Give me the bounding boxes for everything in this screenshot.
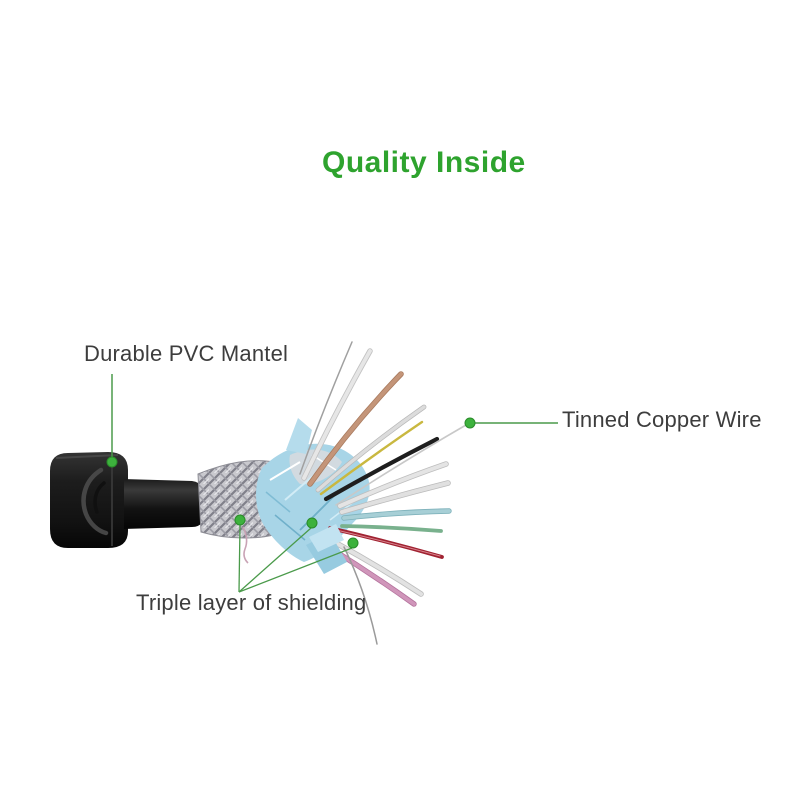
foil-shield-flaps [286,418,347,574]
wire-white-lower [334,541,423,596]
wire-tinned-copper [335,424,467,506]
wire-green [340,524,443,533]
leader-line-shielding-a [238,524,241,593]
wire-gray-white [316,405,426,492]
wire-white-mid1 [338,462,448,508]
wire-white-upper [302,349,372,480]
wire-white-mid2 [340,481,450,514]
wire-thin-gray-down [343,546,378,645]
pvc-jacket [124,479,207,529]
marker-dot-copper [464,417,476,429]
marker-dot-shielding-a [234,514,246,526]
marker-dot-pvc [106,456,118,468]
wire-yellow [319,420,424,496]
leader-line-shielding-c [238,547,353,593]
wire-black [323,436,440,502]
wire-teal [342,509,451,520]
marker-dot-shielding-b [306,517,318,529]
inner-wires [299,341,467,645]
strain-relief-boot [50,452,128,548]
callout-pvc-label: Durable PVC Mantel [84,341,289,366]
leader-line-shielding-b [238,527,312,593]
wire-tan [308,372,403,486]
callout-copper-label: Tinned Copper Wire [562,407,762,432]
callout-leaders [106,374,558,593]
page-title: Quality Inside [322,146,526,179]
wire-thin-gray [299,341,353,475]
marker-dot-shielding-c [347,537,359,549]
callout-shielding-label: Triple layer of shielding [136,590,367,615]
